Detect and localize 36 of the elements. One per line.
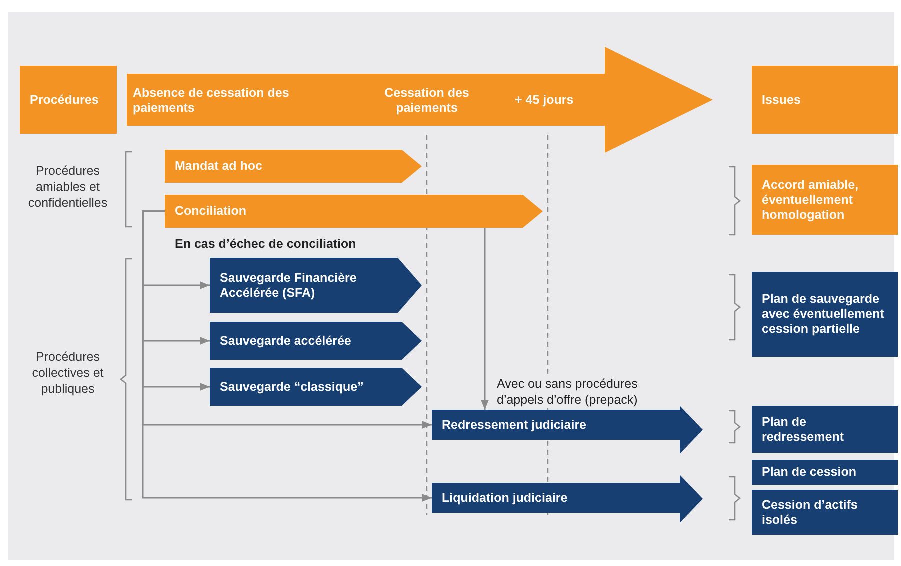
chevron-box <box>210 368 422 406</box>
chevron-box <box>165 195 543 228</box>
note-text: En cas d’échec de conciliation <box>175 236 358 252</box>
node-label: Absence de cessation des paiements <box>133 86 290 116</box>
arrow-shape <box>432 406 703 454</box>
arrow-shape <box>432 475 703 523</box>
node-label: Accord amiable, éventuellement homologation <box>762 178 860 222</box>
node-label: Plan de redressement <box>762 414 845 444</box>
node-label: Sauvegarde Financière Accélérée (SFA) <box>220 270 358 300</box>
node-label: Issues <box>762 92 802 108</box>
process-box <box>752 406 898 453</box>
process-box <box>752 66 898 134</box>
group-label: Procédures collectives et publiques <box>31 349 105 397</box>
process-box <box>752 460 898 485</box>
arrow <box>142 210 432 502</box>
process-box <box>20 66 117 134</box>
node-label: Sauvegarde accélérée <box>220 334 352 348</box>
node-label: Cessation des paiements <box>384 86 470 116</box>
node-label: Cession d’actifs isolés <box>762 498 859 528</box>
chevron-box <box>210 322 422 360</box>
group-label: Procédures amiables et confidentielles <box>27 163 109 211</box>
process-box <box>752 490 898 535</box>
process-box <box>752 272 898 357</box>
node-label: Mandat ad hoc <box>175 159 264 174</box>
node-label: + 45 jours <box>515 93 575 108</box>
node-label: Conciliation <box>175 204 248 219</box>
node-label: Plan de sauvegarde avec éventuellement cession partielle <box>762 292 886 337</box>
node-label: Liquidation judiciaire <box>442 490 569 506</box>
chevron-box <box>210 258 422 313</box>
node-label: Redressement judiciaire <box>442 418 588 432</box>
chevron-box <box>165 150 422 183</box>
node-label: Sauvegarde “classique” <box>220 380 365 394</box>
process-box <box>752 165 898 235</box>
arrow <box>481 228 489 410</box>
node-label: Procédures <box>30 92 100 108</box>
node-label: Plan de cession <box>762 465 858 480</box>
